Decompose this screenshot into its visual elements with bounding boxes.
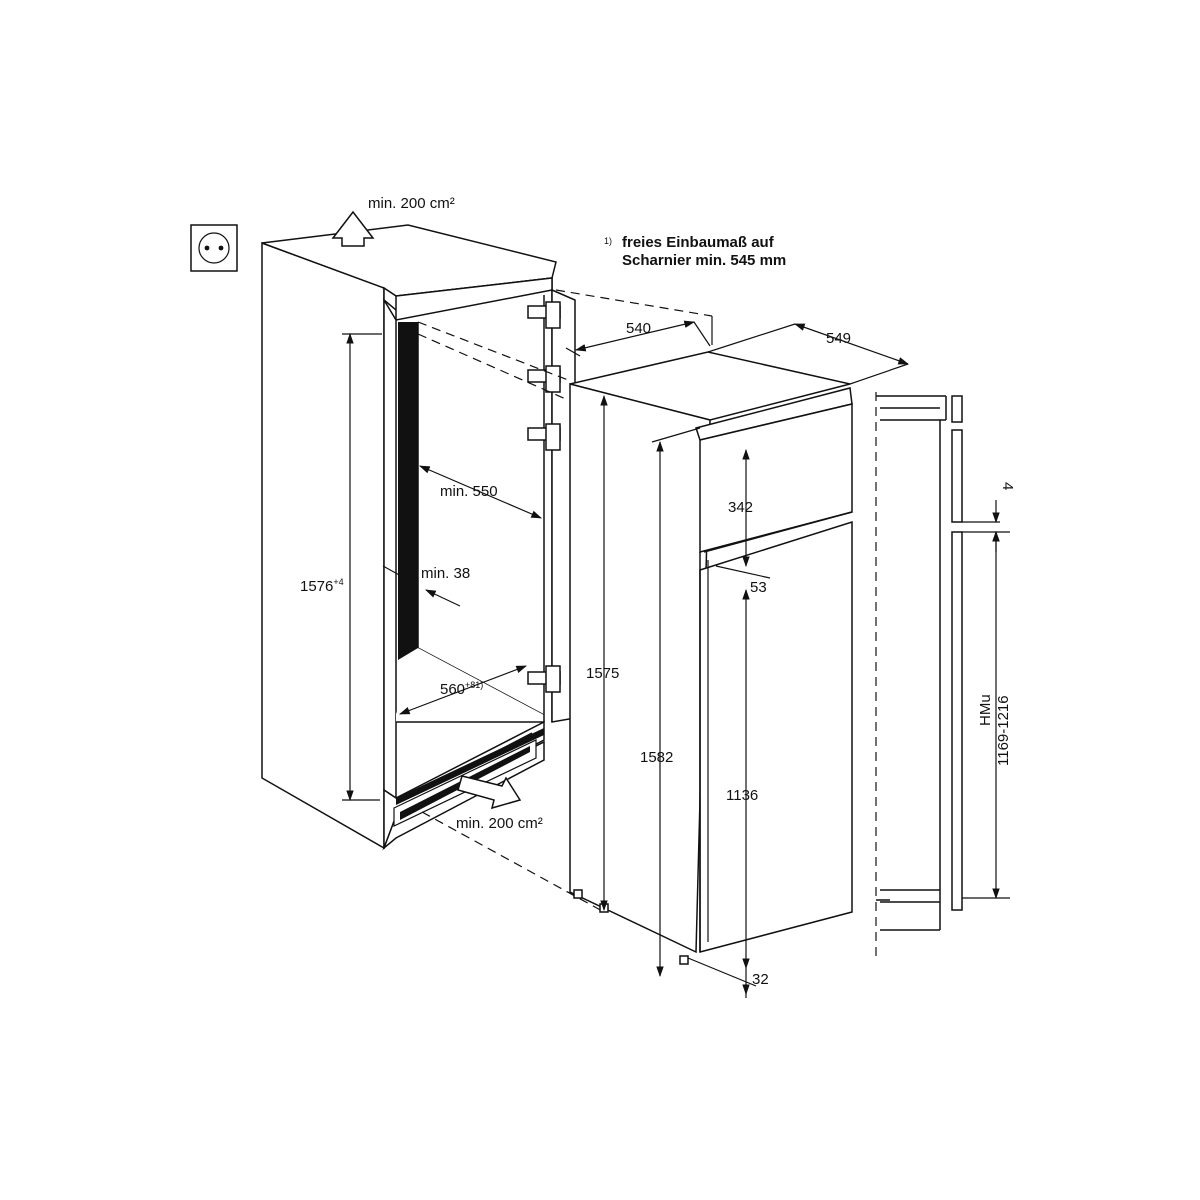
door-depth-dimension-line	[574, 320, 696, 352]
niche-width-dimension-line	[398, 665, 528, 715]
side-gap-arrow-left	[382, 565, 413, 583]
door-depth-label: 540	[626, 320, 651, 337]
gap-label: 4	[999, 482, 1016, 490]
note-line-1: freies Einbaumaß auf	[622, 234, 775, 251]
airflow-arrow-icon	[331, 210, 375, 247]
hinge-middle	[527, 423, 561, 451]
body-height-label: 1575	[586, 665, 619, 682]
bottom-offset-label: 32	[752, 971, 769, 988]
side-gap-label: min. 38	[421, 565, 470, 582]
vent-bottom-label: min. 200 cm²	[456, 815, 543, 832]
niche-depth-label: min. 550	[440, 483, 498, 500]
niche-width-label: 560+81)	[440, 680, 483, 698]
installation-note: 1) freies Einbaumaß auf Scharnier min. 5…	[604, 234, 786, 269]
side-gap-arrow-right	[425, 589, 461, 607]
fridge-door-label: 1136	[726, 787, 758, 804]
power-socket-icon	[190, 224, 238, 272]
total-height-label: 1582	[640, 749, 673, 766]
niche-depth-dimension-line	[419, 465, 542, 519]
hmu-label: HMu	[977, 694, 994, 726]
side-profile-view	[875, 392, 963, 958]
hinge-bottom	[527, 665, 561, 693]
refrigerator-appliance	[569, 351, 853, 965]
vent-top-label: min. 200 cm²	[368, 195, 455, 212]
freezer-door-label: 342	[728, 499, 753, 516]
niche-height-label: 1576+4	[300, 577, 344, 595]
total-depth-label: 549	[826, 330, 851, 347]
airflow-arrow-icon	[457, 775, 522, 810]
total-depth-dimension-line	[793, 323, 910, 365]
door-gap-label: 53	[750, 579, 767, 596]
note-marker: 1)	[604, 236, 612, 246]
hmu-range-label: 1169-1216	[995, 695, 1012, 766]
note-line-2: Scharnier min. 545 mm	[622, 252, 786, 269]
